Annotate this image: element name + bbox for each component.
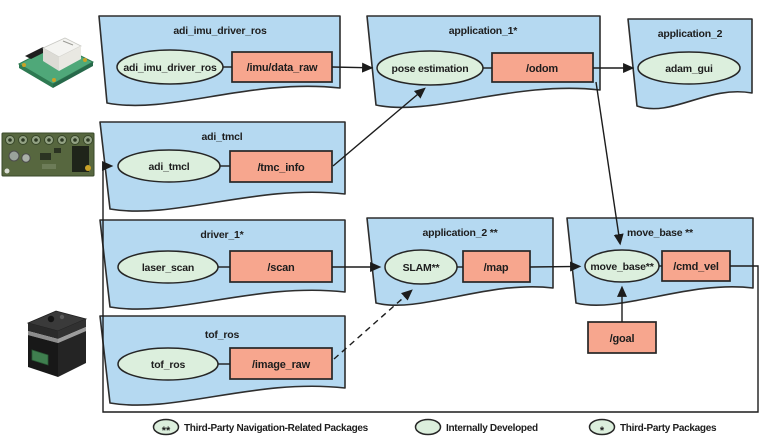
topic-label: /imu/data_raw [247,62,318,74]
package-title: driver_1* [200,229,244,241]
legend-item-third-party-nav: ** Third-Party Navigation-Related Packag… [152,418,369,437]
package-title: adi_imu_driver_ros [173,25,267,37]
topic-image-raw: /image_raw [229,347,333,380]
node-label: laser_scan [142,262,194,274]
package-title: application_2 [658,28,723,40]
imu-board-photo [17,37,95,88]
topic-label: /cmd_vel [673,261,719,273]
legend-ellipse-single-asterisk [588,418,616,436]
topic-label: /map [484,262,509,274]
node-label: move_base** [590,261,654,273]
node-laser-scan: laser_scan [117,250,219,284]
legend-label: Internally Developed [446,423,538,434]
node-adi-tmcl: adi_tmcl [117,149,221,183]
arrow-cmd-vel-to-adi-tmcl-loop [102,161,759,413]
package-shape [99,219,346,310]
package-title: move_base ** [627,227,694,239]
package-driver-1: driver_1* [99,219,346,310]
arrow-image-raw-to-slam-dashed [333,289,413,360]
node-adi-imu-driver-ros: adi_imu_driver_ros [116,49,224,85]
node-adam-gui: adam_gui [637,51,741,85]
topic-label: /tmc_info [257,162,305,174]
node-slam: SLAM** [384,249,458,285]
legend-ellipse-double-asterisk [152,418,180,436]
topic-label: /image_raw [252,359,311,371]
topic-odom: /odom [491,52,594,83]
topic-shape [229,347,333,380]
topic-label: /goal [610,333,635,345]
topic-label: /odom [526,63,558,75]
topic-cmd-vel: /cmd_vel [661,250,731,282]
legend-item-third-party: * Third-Party Packages [588,418,717,437]
package-title: application_2 ** [423,227,499,239]
node-label: pose estimation [392,63,469,75]
tmcl-board-photo [1,132,95,177]
topic-label: /scan [267,262,295,274]
arrow-odom-to-move-base [595,81,624,246]
node-pose-estimation: pose estimation [376,50,484,86]
legend: ** Third-Party Navigation-Related Packag… [152,418,717,437]
node-label: adam_gui [665,63,713,75]
topic-tmc-info: /tmc_info [229,150,333,183]
topic-shape [491,52,594,83]
arrow-map-to-move-base [529,261,582,272]
node-label: tof_ros [151,359,186,371]
package-shape [99,315,346,406]
node-tof-ros: tof_ros [117,347,219,381]
topic-goal: /goal [587,321,657,354]
package-title: adi_tmcl [202,131,243,143]
node-shape [637,51,741,85]
legend-label: Third-Party Packages [620,423,717,434]
node-label: SLAM** [403,262,441,274]
topic-scan: /scan [229,250,333,283]
package-shape [566,217,754,307]
node-move-base: move_base** [584,249,660,283]
tof-camera-photo [26,310,88,377]
topic-imu-data-raw: /imu/data_raw [231,51,333,83]
arrow-imu-data-to-pose-estimation [331,62,374,73]
legend-symbol: ** [162,425,171,437]
package-title: application_1* [449,25,519,37]
legend-label: Third-Party Navigation-Related Packages [184,423,369,434]
node-label: adi_tmcl [149,161,190,173]
legend-ellipse-plain [414,418,442,436]
arrow-tmc-info-to-pose-estimation [332,87,426,167]
package-tof-ros: tof_ros [99,315,346,406]
topic-shape [229,150,333,183]
node-label: adi_imu_driver_ros [123,62,217,74]
legend-item-internally-developed: Internally Developed [414,418,538,436]
legend-symbol: * [600,425,605,437]
package-move-base: move_base ** [566,217,754,307]
topic-map: /map [462,250,531,283]
package-title: tof_ros [205,329,240,341]
